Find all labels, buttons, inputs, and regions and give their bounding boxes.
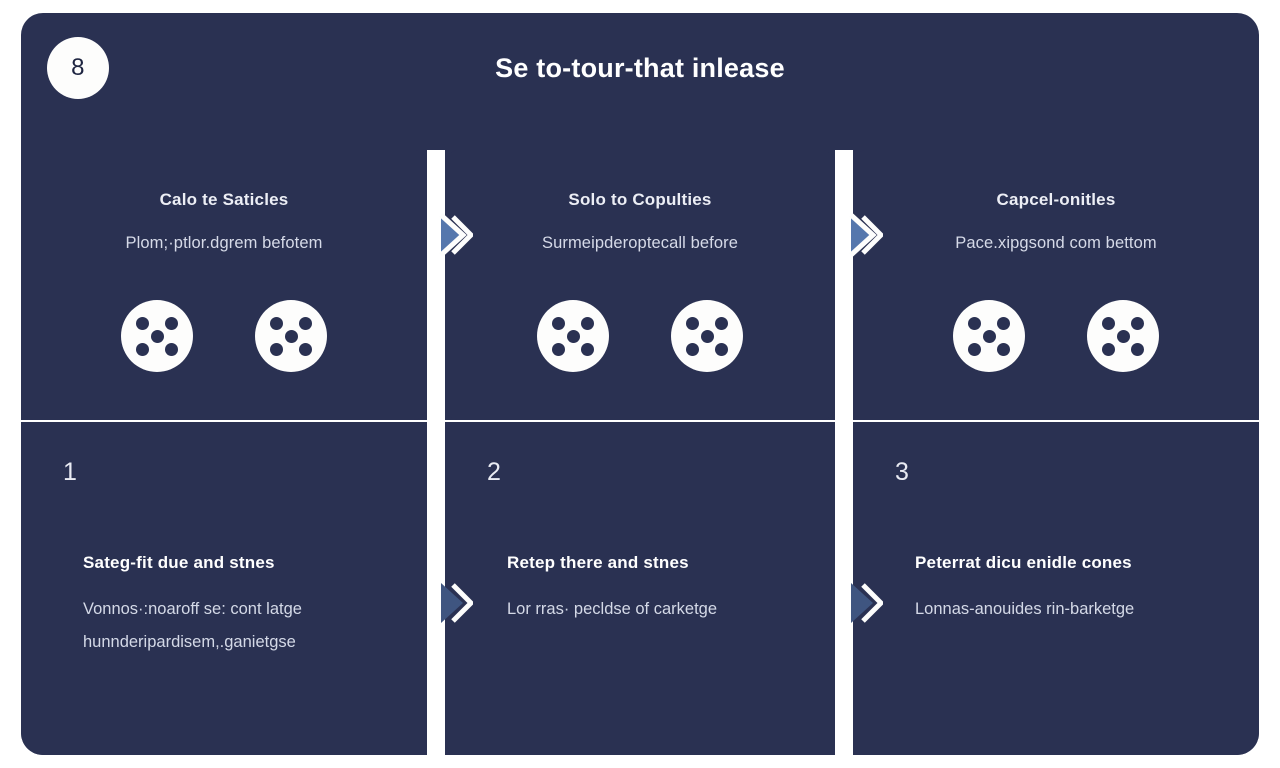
top-card-3-icons [853, 300, 1259, 372]
five-dot-circle-icon [121, 300, 193, 372]
page-title: Se to-tour-that inlease [495, 53, 785, 83]
five-dot-circle-icon [671, 300, 743, 372]
top-card-2-subtext: Surmeipderoptecall before [541, 234, 739, 252]
process-diagram-panel: 8 Se to-tour-that inlease Calo te Saticl… [21, 13, 1259, 755]
bottom-card-3-body-line-1: Lonnas-anouides rin-barketge [915, 600, 1135, 618]
top-card-3[interactable]: Capcel-onitles Pace.xipgsond com bettom [853, 150, 1259, 420]
bottom-card-2-body-line-1: Lor rras· pecldse of carketge [507, 600, 718, 618]
top-card-1[interactable]: Calo te Saticles Plom;·ptlor.dgrem befot… [21, 150, 427, 420]
top-card-1-subtext: Plom;·ptlor.dgrem befotem [125, 234, 323, 252]
top-card-3-subtext: Pace.xipgsond com bettom [955, 234, 1157, 252]
bottom-card-3-body: Lonnas-anouides rin-barketge [915, 593, 1235, 626]
top-card-2-heading: Solo to Copulties [568, 190, 712, 209]
bottom-card-1-body-line-1: Vonnos·:noaroff se: cont latge [83, 600, 302, 618]
top-card-1-icons [21, 300, 427, 372]
bottom-card-2-body: Lor rras· pecldse of carketge [507, 593, 811, 626]
top-card-3-heading: Capcel-onitles [996, 190, 1116, 209]
bottom-card-2-heading: Retep there and stnes [507, 553, 689, 572]
bottom-card-row: 1 Sateg-fit due and stnes Vonnos·:noarof… [21, 422, 1259, 755]
chevron-right-icon [439, 581, 473, 625]
five-dot-circle-icon [1087, 300, 1159, 372]
bottom-card-1-number: 1 [63, 458, 77, 486]
top-card-2-icons [445, 300, 835, 372]
top-card-row: Calo te Saticles Plom;·ptlor.dgrem befot… [21, 150, 1259, 420]
five-dot-circle-icon [255, 300, 327, 372]
chevron-right-icon [849, 581, 883, 625]
top-card-2[interactable]: Solo to Copulties Surmeipderoptecall bef… [445, 150, 835, 420]
row-divider [21, 420, 1259, 422]
bottom-card-1-body-line-2: hunnderipardisem,.ganietgse [83, 633, 296, 651]
chevron-right-icon [439, 213, 473, 257]
five-dot-circle-icon [953, 300, 1025, 372]
bottom-card-1-body: Vonnos·:noaroff se: cont latge hunnderip… [83, 593, 403, 659]
bottom-card-3-number: 3 [895, 458, 909, 486]
top-card-1-heading: Calo te Saticles [159, 190, 289, 209]
panel-header: 8 Se to-tour-that inlease [21, 13, 1259, 150]
step-count-badge: 8 [47, 37, 109, 99]
bottom-card-2[interactable]: 2 Retep there and stnes Lor rras· peclds… [445, 422, 835, 755]
column-divider-2 [835, 150, 853, 755]
chevron-right-icon [849, 213, 883, 257]
bottom-card-1-heading: Sateg-fit due and stnes [83, 553, 275, 572]
five-dot-circle-icon [537, 300, 609, 372]
bottom-card-2-number: 2 [487, 458, 501, 486]
column-divider-1 [427, 150, 445, 755]
bottom-card-3[interactable]: 3 Peterrat dicu enidle cones Lonnas-anou… [853, 422, 1259, 755]
bottom-card-3-heading: Peterrat dicu enidle cones [915, 553, 1132, 572]
bottom-card-1[interactable]: 1 Sateg-fit due and stnes Vonnos·:noarof… [21, 422, 427, 755]
